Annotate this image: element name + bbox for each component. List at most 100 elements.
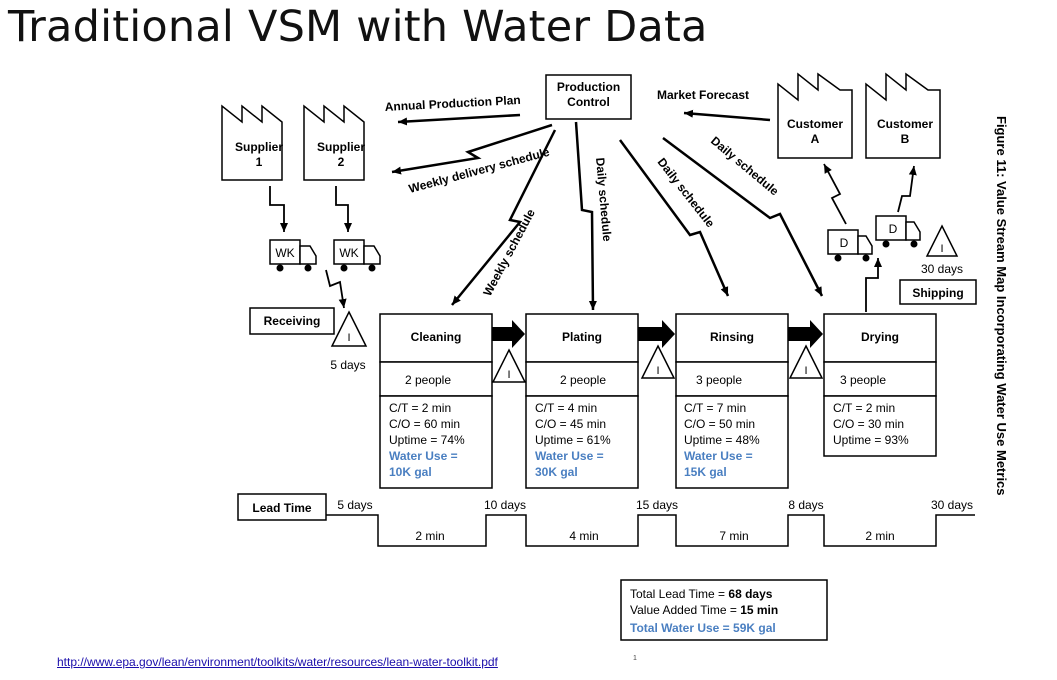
slide-title: Traditional VSM with Water Data [8, 2, 708, 52]
svg-text:I: I [940, 243, 943, 255]
supplier-2-factory-icon: Supplier 2 [303, 104, 365, 181]
process-ct: C/T = 7 min [684, 401, 746, 415]
push-arrow-icon [638, 320, 675, 348]
process-ct: C/T = 2 min [833, 401, 895, 415]
truck-2-label: WK [339, 246, 358, 260]
lead-time-box [237, 493, 327, 521]
shipping-days: 30 days [921, 262, 963, 276]
truck-1-label: WK [275, 246, 294, 260]
receiving-box [249, 307, 335, 335]
process-plating: Plating 2 people C/T = 4 min C/O = 45 mi… [525, 313, 639, 489]
process-uptime: Uptime = 48% [684, 433, 760, 447]
svg-text:I: I [507, 369, 510, 381]
process-people: 2 people [405, 373, 451, 387]
process-uptime: Uptime = 74% [389, 433, 465, 447]
supplier-1-number: 1 [256, 155, 263, 169]
process-drying: Drying 3 people C/T = 2 min C/O = 30 min… [823, 313, 937, 457]
truck-to-receiving-arrow [325, 269, 347, 309]
process-name: Rinsing [710, 330, 754, 344]
process-water-amount: 10K gal [389, 465, 432, 479]
supplier-2-number: 2 [338, 155, 345, 169]
svg-text:I: I [656, 365, 659, 377]
inventory-triangle-icon: I [330, 310, 368, 347]
process-cleaning: Cleaning 2 people C/T = 2 min C/O = 60 m… [379, 313, 493, 489]
annual-plan-label: Annual Production Plan [384, 93, 521, 114]
process-name: Plating [562, 330, 602, 344]
process-name: Drying [861, 330, 899, 344]
shipping-truck-2-label: D [889, 222, 898, 236]
supplier-1-to-truck-arrow [269, 186, 288, 232]
production-control-box: Production Control [545, 74, 632, 120]
summary-box: Total Lead Time = 68 days Value Added Ti… [620, 579, 828, 641]
process-water-amount: 15K gal [684, 465, 727, 479]
process-rinsing: Rinsing 3 people C/T = 7 min C/O = 50 mi… [675, 313, 789, 489]
source-link[interactable]: http://www.epa.gov/lean/environment/tool… [57, 655, 498, 669]
daily-schedule-label-1: Daily schedule [593, 157, 614, 242]
information-flows [391, 109, 824, 311]
daily-schedule-label-2: Daily schedule [655, 155, 718, 230]
shipping-label: Shipping [912, 286, 963, 300]
market-forecast-label: Market Forecast [657, 88, 749, 102]
process-water-use: Water Use = [684, 449, 753, 463]
push-arrow-icon [788, 320, 823, 348]
process-co: C/O = 50 min [684, 417, 755, 431]
weekly-delivery-label: Weekly delivery schedule [407, 145, 551, 196]
supplier-truck-arrows [269, 186, 352, 309]
lead-time-days: 5 days [337, 498, 372, 512]
lead-time-minutes: 7 min [719, 529, 748, 543]
push-arrows [492, 320, 823, 348]
customer-b-label: Customer [877, 117, 933, 131]
inventory-triangle-icon: I [788, 344, 824, 379]
process-water-use: Water Use = [535, 449, 604, 463]
lead-time-minutes: 4 min [569, 529, 598, 543]
truck-icon-shipping-1: D [827, 229, 873, 262]
process-name: Cleaning [411, 330, 462, 344]
process-co: C/O = 30 min [833, 417, 904, 431]
value-added-time: Value Added Time = 15 min [630, 603, 778, 617]
lead-time-label: Lead Time [252, 501, 311, 515]
customer-a-label: Customer [787, 117, 843, 131]
daily-schedule-arrow-2 [618, 139, 730, 297]
total-water-use: Total Water Use = 59K gal [630, 621, 776, 635]
inventory-triangle-icon: I [925, 224, 959, 257]
shipping-box [899, 279, 977, 305]
push-arrow-icon [492, 320, 525, 348]
customer-a-factory-icon: Customer A [777, 72, 853, 159]
svg-text:I: I [347, 332, 350, 344]
market-forecast-arrow [683, 109, 771, 122]
receiving-days: 5 days [330, 358, 365, 372]
process-people: 2 people [560, 373, 606, 387]
figure-caption: Figure 11: Value Stream Map Incorporatin… [994, 116, 1009, 496]
daily-schedule-label-3: Daily schedule [708, 134, 782, 199]
process-people: 3 people [696, 373, 742, 387]
process-co: C/O = 60 min [389, 417, 460, 431]
weekly-delivery-arrow [391, 123, 553, 175]
lead-time-minutes: 2 min [865, 529, 894, 543]
truck-icon-supplier-2: WK [333, 239, 381, 272]
weekly-schedule-arrow [451, 129, 557, 306]
process-water-amount: 30K gal [535, 465, 578, 479]
receiving-label: Receiving [264, 314, 321, 328]
daily-schedule-arrow-1 [574, 121, 597, 311]
supplier-1-factory-icon: Supplier 1 [221, 104, 283, 181]
lead-time-days: 8 days [788, 498, 823, 512]
process-uptime: Uptime = 93% [833, 433, 909, 447]
daily-schedule-arrow-3 [662, 136, 824, 297]
lead-time-minutes: 2 min [415, 529, 444, 543]
shipping-truck-1-label: D [840, 236, 849, 250]
supplier-2-to-truck-arrow [335, 186, 352, 232]
shipping-arrows [823, 163, 917, 312]
inventory-triangle-icon: I [491, 348, 527, 383]
customer-b-factory-icon: Customer B [865, 72, 941, 159]
process-uptime: Uptime = 61% [535, 433, 611, 447]
process-people: 3 people [840, 373, 886, 387]
total-lead-time: Total Lead Time = 68 days [630, 587, 773, 601]
lead-time-days: 10 days [484, 498, 526, 512]
svg-text:I: I [804, 365, 807, 377]
production-control-line2: Control [567, 95, 610, 109]
supplier-1-label: Supplier [235, 140, 283, 154]
lead-time-days: 15 days [636, 498, 678, 512]
truck-icon-supplier-1: WK [269, 239, 317, 272]
production-control-line1: Production [557, 80, 620, 94]
